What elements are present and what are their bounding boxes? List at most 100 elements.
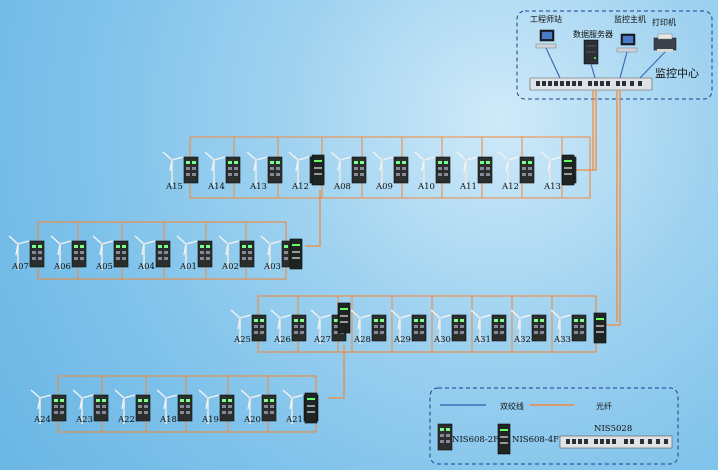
turbine-label: A06 xyxy=(53,262,71,272)
turbine-label: A25 xyxy=(233,335,251,345)
turbine-row-3: A25 A26 A27 A28 A29 A30 A31 A32 A33 xyxy=(230,295,607,399)
switch-2f-icon xyxy=(51,394,67,422)
device-label-engineer-station: 工程师站 xyxy=(530,14,562,24)
turbine-label: A28 xyxy=(353,335,371,345)
switch-2f-icon xyxy=(197,240,213,268)
turbine-label: A08 xyxy=(333,182,351,192)
switch-2f-icon xyxy=(291,314,307,342)
switch-4f-icon xyxy=(337,302,351,334)
turbine-label: A10 xyxy=(417,182,435,192)
switch-2f-icon xyxy=(183,156,199,184)
turbine-label: A07 xyxy=(11,262,29,272)
switch-2f-icon xyxy=(71,240,87,268)
turbine-row-1: A15 A14 A13 A12 A08 A09 A10 A11 A12 A13 xyxy=(162,136,591,247)
turbine-label: A05 xyxy=(95,262,113,272)
wind-turbine-icon xyxy=(414,151,436,187)
switch-2f-icon xyxy=(93,394,109,422)
switch-2f-icon xyxy=(519,156,535,184)
turbine-label: A03 xyxy=(263,262,281,272)
turbine-label: A12 xyxy=(291,182,309,192)
switch-2f-icon xyxy=(437,423,453,451)
turbine-label: A04 xyxy=(137,262,155,272)
device-label-data-server: 数据服务器 xyxy=(573,29,613,39)
wind-turbine-icon xyxy=(204,151,226,187)
switch-2f-icon xyxy=(219,394,235,422)
turbine-label: A31 xyxy=(473,335,491,345)
monitoring-center: 工程师站 数据服务器 监控主机 打印机 xyxy=(516,10,713,100)
switch-2f-icon xyxy=(251,314,267,342)
turbine-label: A24 xyxy=(33,415,51,425)
switch-4f-icon xyxy=(593,312,607,344)
device-label-printer: 打印机 xyxy=(652,17,676,27)
workstation-icon xyxy=(535,29,557,49)
turbine-label: A13 xyxy=(543,182,561,192)
switch-2f-icon xyxy=(267,156,283,184)
workstation-icon xyxy=(616,33,638,53)
turbine-label: A27 xyxy=(313,335,331,345)
switch-2f-icon xyxy=(411,314,427,342)
switch-2f-icon xyxy=(351,156,367,184)
switch-2f-icon xyxy=(113,240,129,268)
switch-2f-icon xyxy=(135,394,151,422)
legend-fiber: 光纤 xyxy=(596,401,612,411)
switch-2f-icon xyxy=(491,314,507,342)
turbine-label: A22 xyxy=(117,415,135,425)
wind-turbine-icon xyxy=(498,151,520,187)
legend-twisted-pair: 双绞线 xyxy=(500,401,524,411)
wind-turbine-icon xyxy=(162,151,184,187)
legend-core-switch: NIS5028 xyxy=(594,424,632,434)
turbine-label: A02 xyxy=(221,262,239,272)
turbine-label: A26 xyxy=(273,335,291,345)
monitoring-center-title: 监控中心 xyxy=(655,66,699,80)
switch-4f-icon xyxy=(561,154,575,186)
legend: 双绞线 光纤 NIS608-2F NIS608-4F NIS5028 xyxy=(429,387,679,465)
wind-turbine-icon xyxy=(246,151,268,187)
turbine-label: A14 xyxy=(207,182,225,192)
turbine-row-2: A07 A06 A05 A04 A01 A02 A03 xyxy=(8,221,303,280)
wind-turbine-icon xyxy=(288,151,310,187)
switch-4f-icon xyxy=(289,238,303,270)
turbine-label: A32 xyxy=(513,335,531,345)
legend-switch-4f: NIS608-4F xyxy=(512,435,559,445)
server-icon xyxy=(583,39,599,65)
wind-turbine-icon xyxy=(540,151,562,187)
wind-turbine-icon xyxy=(372,151,394,187)
switch-2f-icon xyxy=(451,314,467,342)
switch-4f-icon xyxy=(497,423,511,455)
switch-2f-icon xyxy=(29,240,45,268)
turbine-label: A23 xyxy=(75,415,93,425)
wind-turbine-icon xyxy=(330,151,352,187)
turbine-label: A01 xyxy=(179,262,197,272)
printer-icon xyxy=(653,33,677,52)
turbine-label: A15 xyxy=(165,182,183,192)
turbine-label: A18 xyxy=(159,415,177,425)
turbine-label: A19 xyxy=(201,415,219,425)
switch-2f-icon xyxy=(261,394,277,422)
switch-2f-icon xyxy=(239,240,255,268)
fiber-uplinks xyxy=(576,90,621,326)
wind-turbine-icon xyxy=(456,151,478,187)
switch-2f-icon xyxy=(477,156,493,184)
switch-4f-icon xyxy=(311,154,325,186)
turbine-label: A09 xyxy=(375,182,393,192)
turbine-label: A20 xyxy=(243,415,261,425)
turbine-label: A21 xyxy=(285,415,303,425)
turbine-label: A29 xyxy=(393,335,411,345)
switch-2f-icon xyxy=(225,156,241,184)
switch-2f-icon xyxy=(571,314,587,342)
turbine-label: A13 xyxy=(249,182,267,192)
device-label-monitor-host: 监控主机 xyxy=(614,14,646,24)
turbine-label: A11 xyxy=(459,182,477,192)
switch-4f-icon xyxy=(304,392,318,424)
turbine-label: A30 xyxy=(433,335,451,345)
core-switch xyxy=(529,77,653,91)
turbine-row-4: A24 A23 A22 A18 A19 A20 A21 xyxy=(30,375,319,433)
turbine-label: A12 xyxy=(501,182,519,192)
turbine-label: A33 xyxy=(553,335,571,345)
switch-2f-icon xyxy=(177,394,193,422)
switch-2f-icon xyxy=(435,156,451,184)
core-switch-icon xyxy=(559,435,673,449)
switch-2f-icon xyxy=(531,314,547,342)
